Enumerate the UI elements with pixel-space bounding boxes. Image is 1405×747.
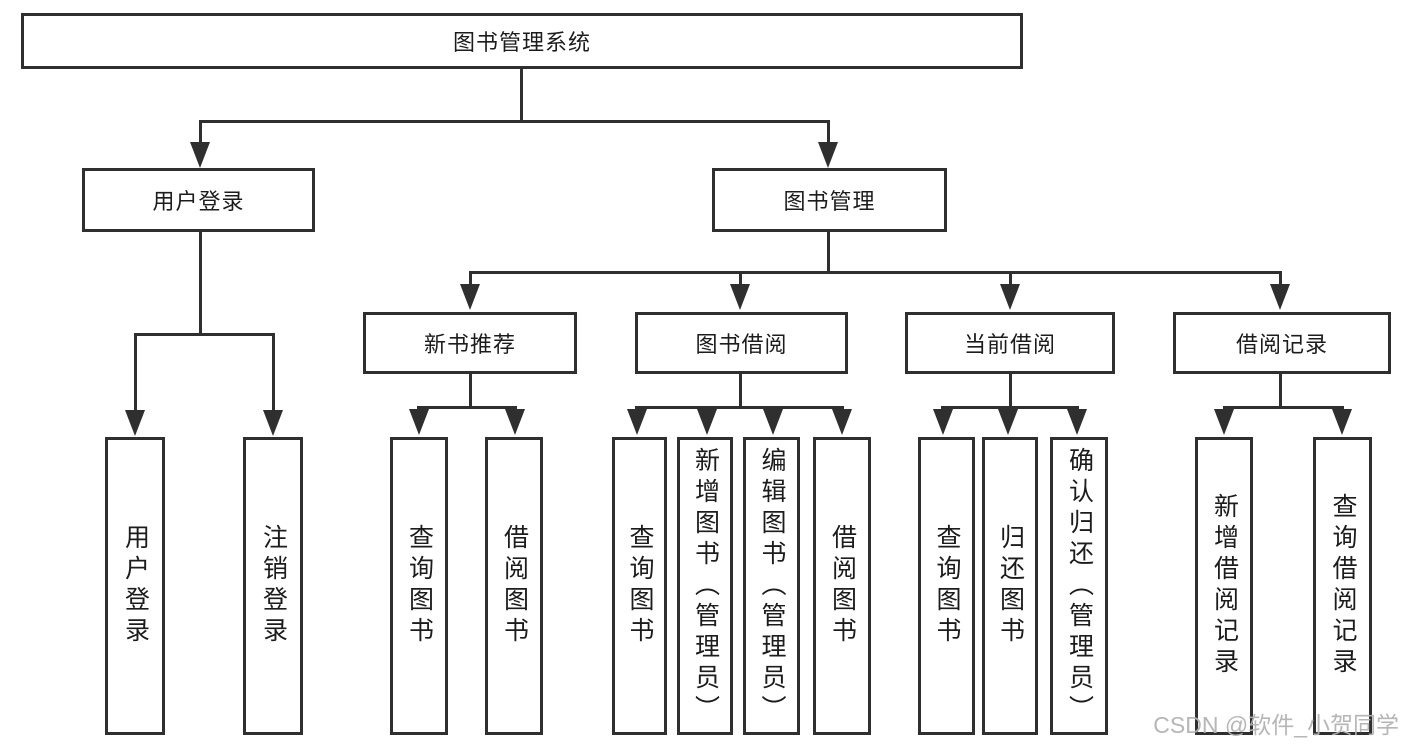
leaf-borrow-books-borrowing: 借阅图书	[813, 437, 871, 735]
node-new-book-recommendation: 新书推荐	[363, 312, 577, 374]
node-user-login: 用户登录	[82, 168, 315, 232]
arrowhead-book-borrowing	[730, 284, 750, 310]
leaf-query-books-borrowing: 查询图书	[612, 437, 667, 735]
arrowhead-current-borrowing	[1000, 284, 1020, 310]
node-book-borrowing: 图书借阅	[635, 312, 848, 374]
arrowhead-cb-query-books	[933, 409, 953, 435]
leaf-query-books-recommend: 查询图书	[390, 437, 448, 735]
connector-shaft-borrowing-records	[1279, 271, 1282, 287]
leaf-return-books: 归还图书	[982, 437, 1038, 735]
connector-borrowing-records-branch	[1223, 406, 1344, 409]
connector-book-borrowing-drop	[739, 374, 742, 406]
node-current-borrowing: 当前借阅	[905, 312, 1115, 374]
arrowhead-bb-add-book	[697, 409, 717, 435]
leaf-logout-login: 注销登录	[243, 437, 303, 735]
connector-user-login-branch	[134, 333, 275, 336]
arrowhead-new-book	[460, 284, 480, 310]
connector-shaft-current-borrowing	[1009, 271, 1012, 287]
arrowhead-leaf-logout	[263, 410, 283, 436]
connector-shaft-leaf-user-login	[134, 333, 137, 413]
csdn-watermark: CSDN @软件_小贺同学	[1153, 712, 1399, 738]
connector-current-borrowing-branch	[941, 406, 1079, 409]
connector-borrowing-records-drop	[1279, 374, 1282, 406]
connector-root-drop	[520, 69, 523, 120]
leaf-query-books-current: 查询图书	[918, 437, 975, 735]
node-library-management-system: 图书管理系统	[21, 13, 1023, 69]
connector-book-management-branch	[469, 271, 1282, 274]
connector-book-management-drop	[827, 232, 830, 274]
leaf-user-login: 用户登录	[105, 437, 165, 735]
arrowhead-borrowing-records	[1270, 284, 1290, 310]
node-book-management: 图书管理	[712, 168, 947, 232]
connector-new-book-drop	[469, 374, 472, 406]
leaf-edit-book-admin: 编辑图书（管理员）	[743, 437, 800, 735]
leaf-add-borrow-record: 新增借阅记录	[1195, 437, 1253, 735]
connector-book-borrowing-branch	[635, 406, 844, 409]
connector-shaft-user-login	[199, 120, 202, 148]
arrowhead-br-query-record	[1332, 409, 1352, 435]
arrowhead-bb-borrow-books	[832, 409, 852, 435]
arrowhead-user-login	[190, 142, 210, 168]
arrowhead-bb-query-books	[627, 409, 647, 435]
connector-root-branch	[199, 120, 830, 123]
arrowhead-cb-return-books	[998, 409, 1018, 435]
connector-new-book-branch	[417, 406, 517, 409]
connector-shaft-leaf-logout	[272, 333, 275, 413]
leaf-confirm-return-admin: 确认归还（管理员）	[1050, 437, 1108, 735]
arrowhead-nb-query-books	[409, 409, 429, 435]
arrowhead-bb-edit-book	[763, 409, 783, 435]
leaf-add-book-admin: 新增图书（管理员）	[677, 437, 733, 735]
connector-shaft-book-management	[827, 120, 830, 148]
connector-current-borrowing-drop	[1009, 374, 1012, 406]
connector-shaft-book-borrowing	[739, 271, 742, 287]
arrowhead-leaf-user-login	[125, 410, 145, 436]
leaf-borrow-books-recommend: 借阅图书	[485, 437, 543, 735]
node-borrowing-records: 借阅记录	[1173, 312, 1391, 374]
leaf-query-borrow-record: 查询借阅记录	[1313, 437, 1372, 735]
connector-user-login-drop	[199, 232, 202, 334]
arrowhead-book-management	[818, 142, 838, 168]
arrowhead-br-add-record	[1214, 409, 1234, 435]
arrowhead-nb-borrow-books	[505, 409, 525, 435]
connector-shaft-new-book	[469, 271, 472, 287]
arrowhead-cb-confirm-return	[1067, 409, 1087, 435]
